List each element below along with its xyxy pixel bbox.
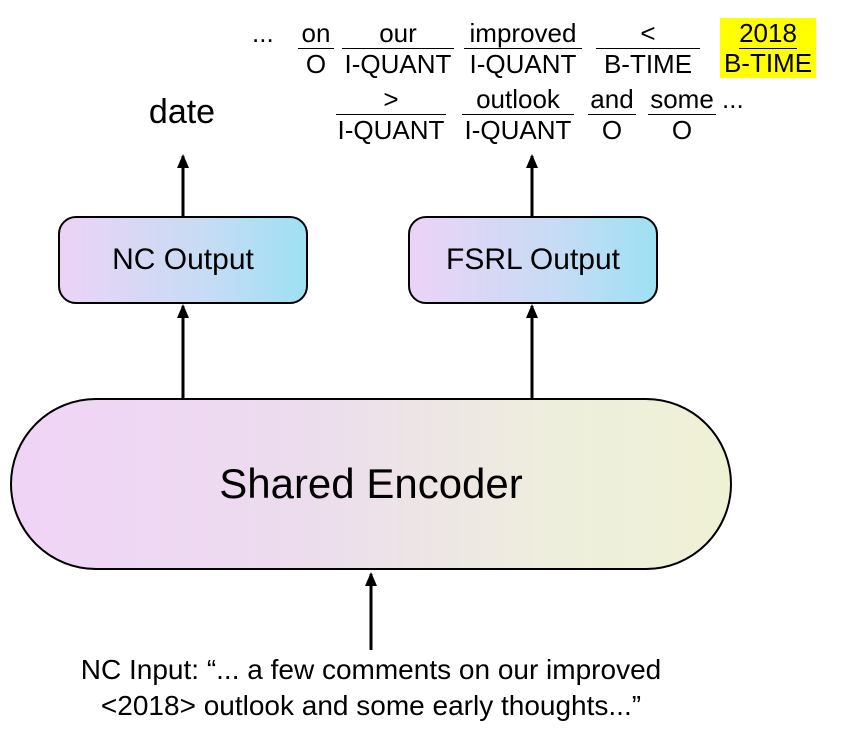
- trailing-ellipsis: ...: [722, 84, 744, 114]
- token-word-wrap: 2018: [720, 18, 816, 49]
- nc-input-line-1: NC Input: “... a few comments on our imp…: [80, 654, 662, 685]
- fsrl-output-box: FSRL Output: [408, 216, 658, 304]
- token-tag: I-QUANT: [344, 49, 452, 79]
- arrow-nc-output-to-label: [177, 154, 189, 216]
- token-on: on O: [298, 18, 334, 79]
- nc-input-text: NC Input: “... a few comments on our imp…: [0, 652, 742, 724]
- token-word: our: [342, 18, 454, 49]
- token-word: <: [596, 18, 700, 49]
- token-tag: B-TIME: [603, 49, 693, 79]
- token-improved: improved I-QUANT: [464, 18, 582, 79]
- token-tag: I-QUANT: [469, 49, 577, 79]
- token-word: and: [588, 84, 636, 115]
- token-lt: < B-TIME: [596, 18, 700, 79]
- shared-encoder-text: Shared Encoder: [219, 460, 523, 507]
- arrow-encoder-to-fsrl-output: [526, 304, 538, 398]
- token-some: some O: [648, 84, 716, 145]
- token-tag: O: [305, 49, 327, 79]
- token-word: some: [648, 84, 716, 115]
- token-tag: O: [671, 115, 693, 145]
- token-word: on: [298, 18, 334, 49]
- nc-output-text: NC Output: [112, 243, 254, 276]
- token-tag: B-TIME: [720, 48, 816, 78]
- token-2018-highlighted: 2018 B-TIME: [720, 18, 816, 78]
- token-our: our I-QUANT: [342, 18, 454, 79]
- token-outlook: outlook I-QUANT: [462, 84, 574, 145]
- arrow-input-to-encoder: [365, 572, 377, 650]
- token-tag: O: [601, 115, 623, 145]
- token-tag: I-QUANT: [337, 115, 445, 145]
- token-word: >: [336, 84, 446, 115]
- leading-ellipsis: ...: [252, 18, 274, 48]
- token-word: improved: [464, 18, 582, 49]
- token-gt: > I-QUANT: [336, 84, 446, 145]
- token-and: and O: [588, 84, 636, 145]
- nc-input-line-2: <2018> outlook and some early thoughts..…: [100, 690, 642, 721]
- token-word: outlook: [462, 84, 574, 115]
- token-tag: I-QUANT: [464, 115, 572, 145]
- arrow-fsrl-output-to-sequence: [526, 154, 538, 216]
- fsrl-output-text: FSRL Output: [446, 243, 620, 276]
- token-word: 2018: [739, 18, 797, 49]
- shared-encoder: Shared Encoder: [10, 398, 732, 570]
- nc-output-label: date: [148, 93, 216, 131]
- nc-output-box: NC Output: [58, 216, 308, 304]
- arrow-encoder-to-nc-output: [177, 304, 189, 398]
